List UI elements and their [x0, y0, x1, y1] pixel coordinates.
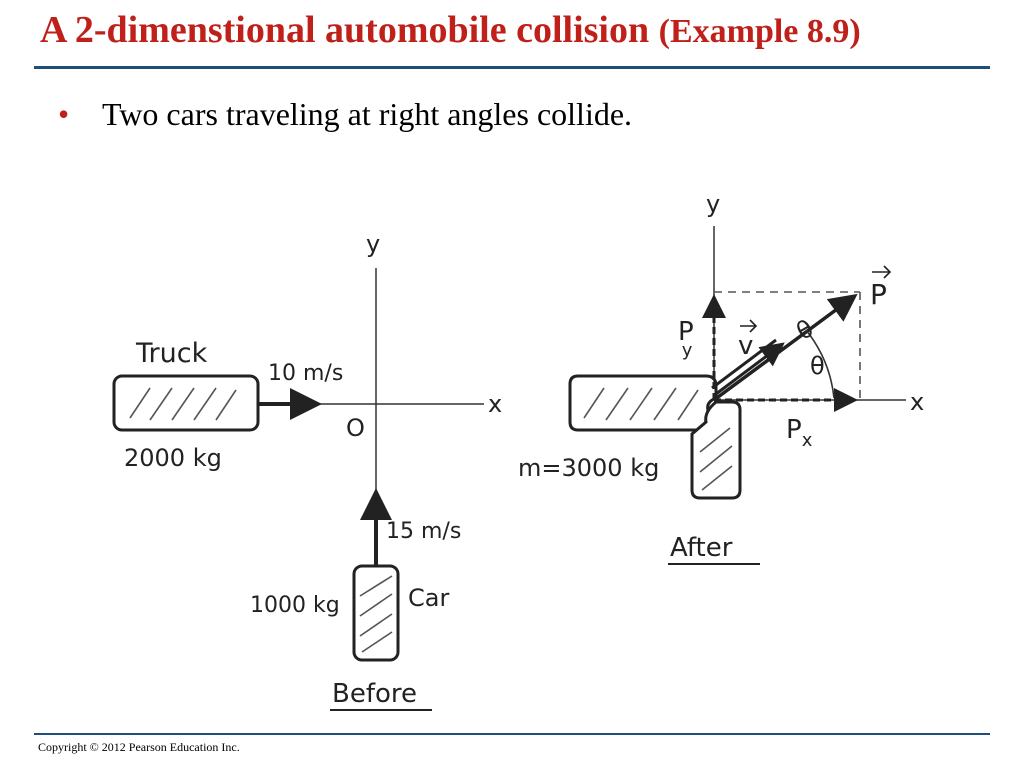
- v-vector-accent: [740, 319, 758, 333]
- after-y-label: y: [706, 190, 720, 218]
- truck-body: [112, 374, 260, 432]
- theta-label: θ: [810, 352, 825, 380]
- wreck-truck-hatching: [583, 387, 699, 421]
- truck-mass-label: 2000 kg: [124, 444, 222, 472]
- py-label-main: P: [678, 317, 694, 347]
- px-label-main: P: [786, 415, 802, 445]
- py-label-sub: y: [682, 340, 693, 361]
- car-mass-label: 1000 kg: [250, 593, 340, 618]
- after-caption: After: [670, 533, 733, 563]
- p-vector-label: P: [870, 278, 887, 311]
- origin-label: O: [346, 414, 365, 442]
- truck-label: Truck: [135, 338, 208, 369]
- wreck-car-hatching: [699, 427, 733, 491]
- after-x-label: x: [910, 388, 924, 416]
- title-divider: [34, 66, 990, 69]
- truck-hatching: [129, 387, 237, 421]
- v-vector-label: v: [738, 331, 753, 361]
- copyright-text: Copyright © 2012 Pearson Education Inc.: [38, 740, 240, 754]
- bullet-text: Two cars traveling at right angles colli…: [102, 96, 633, 132]
- car-body: [352, 564, 400, 662]
- truck-speed-label: 10 m/s: [268, 361, 343, 386]
- car-label: Car: [408, 584, 449, 612]
- before-y-label: y: [366, 230, 380, 258]
- before-caption: Before: [332, 679, 417, 709]
- slide-title-main: A 2-dimenstional automobile collision: [40, 9, 659, 51]
- footer-divider: [34, 733, 990, 735]
- wreck-truck: [568, 374, 718, 432]
- before-diagram: x y O Truck 2000 kg 10 m/s Car 1000 kg 1…: [112, 230, 502, 711]
- p-vector-accent: [872, 265, 892, 279]
- px-label-sub: x: [802, 430, 813, 451]
- car-hatching: [359, 575, 393, 653]
- bullet-dot: •: [58, 96, 70, 132]
- car-speed-label: 15 m/s: [386, 519, 461, 544]
- combined-mass-label: m=3000 kg: [518, 454, 659, 482]
- velocity-vector-b: [715, 342, 785, 396]
- bullet-item: • Two cars traveling at right angles coll…: [58, 96, 632, 133]
- before-x-label: x: [488, 390, 502, 418]
- slide-title-example: (Example 8.9): [658, 13, 861, 50]
- wreck-car: [690, 400, 742, 500]
- slide-title: A 2-dimenstional automobile collision (E…: [40, 8, 1000, 52]
- theta-arc: [805, 329, 835, 399]
- px-label: Px: [786, 415, 813, 451]
